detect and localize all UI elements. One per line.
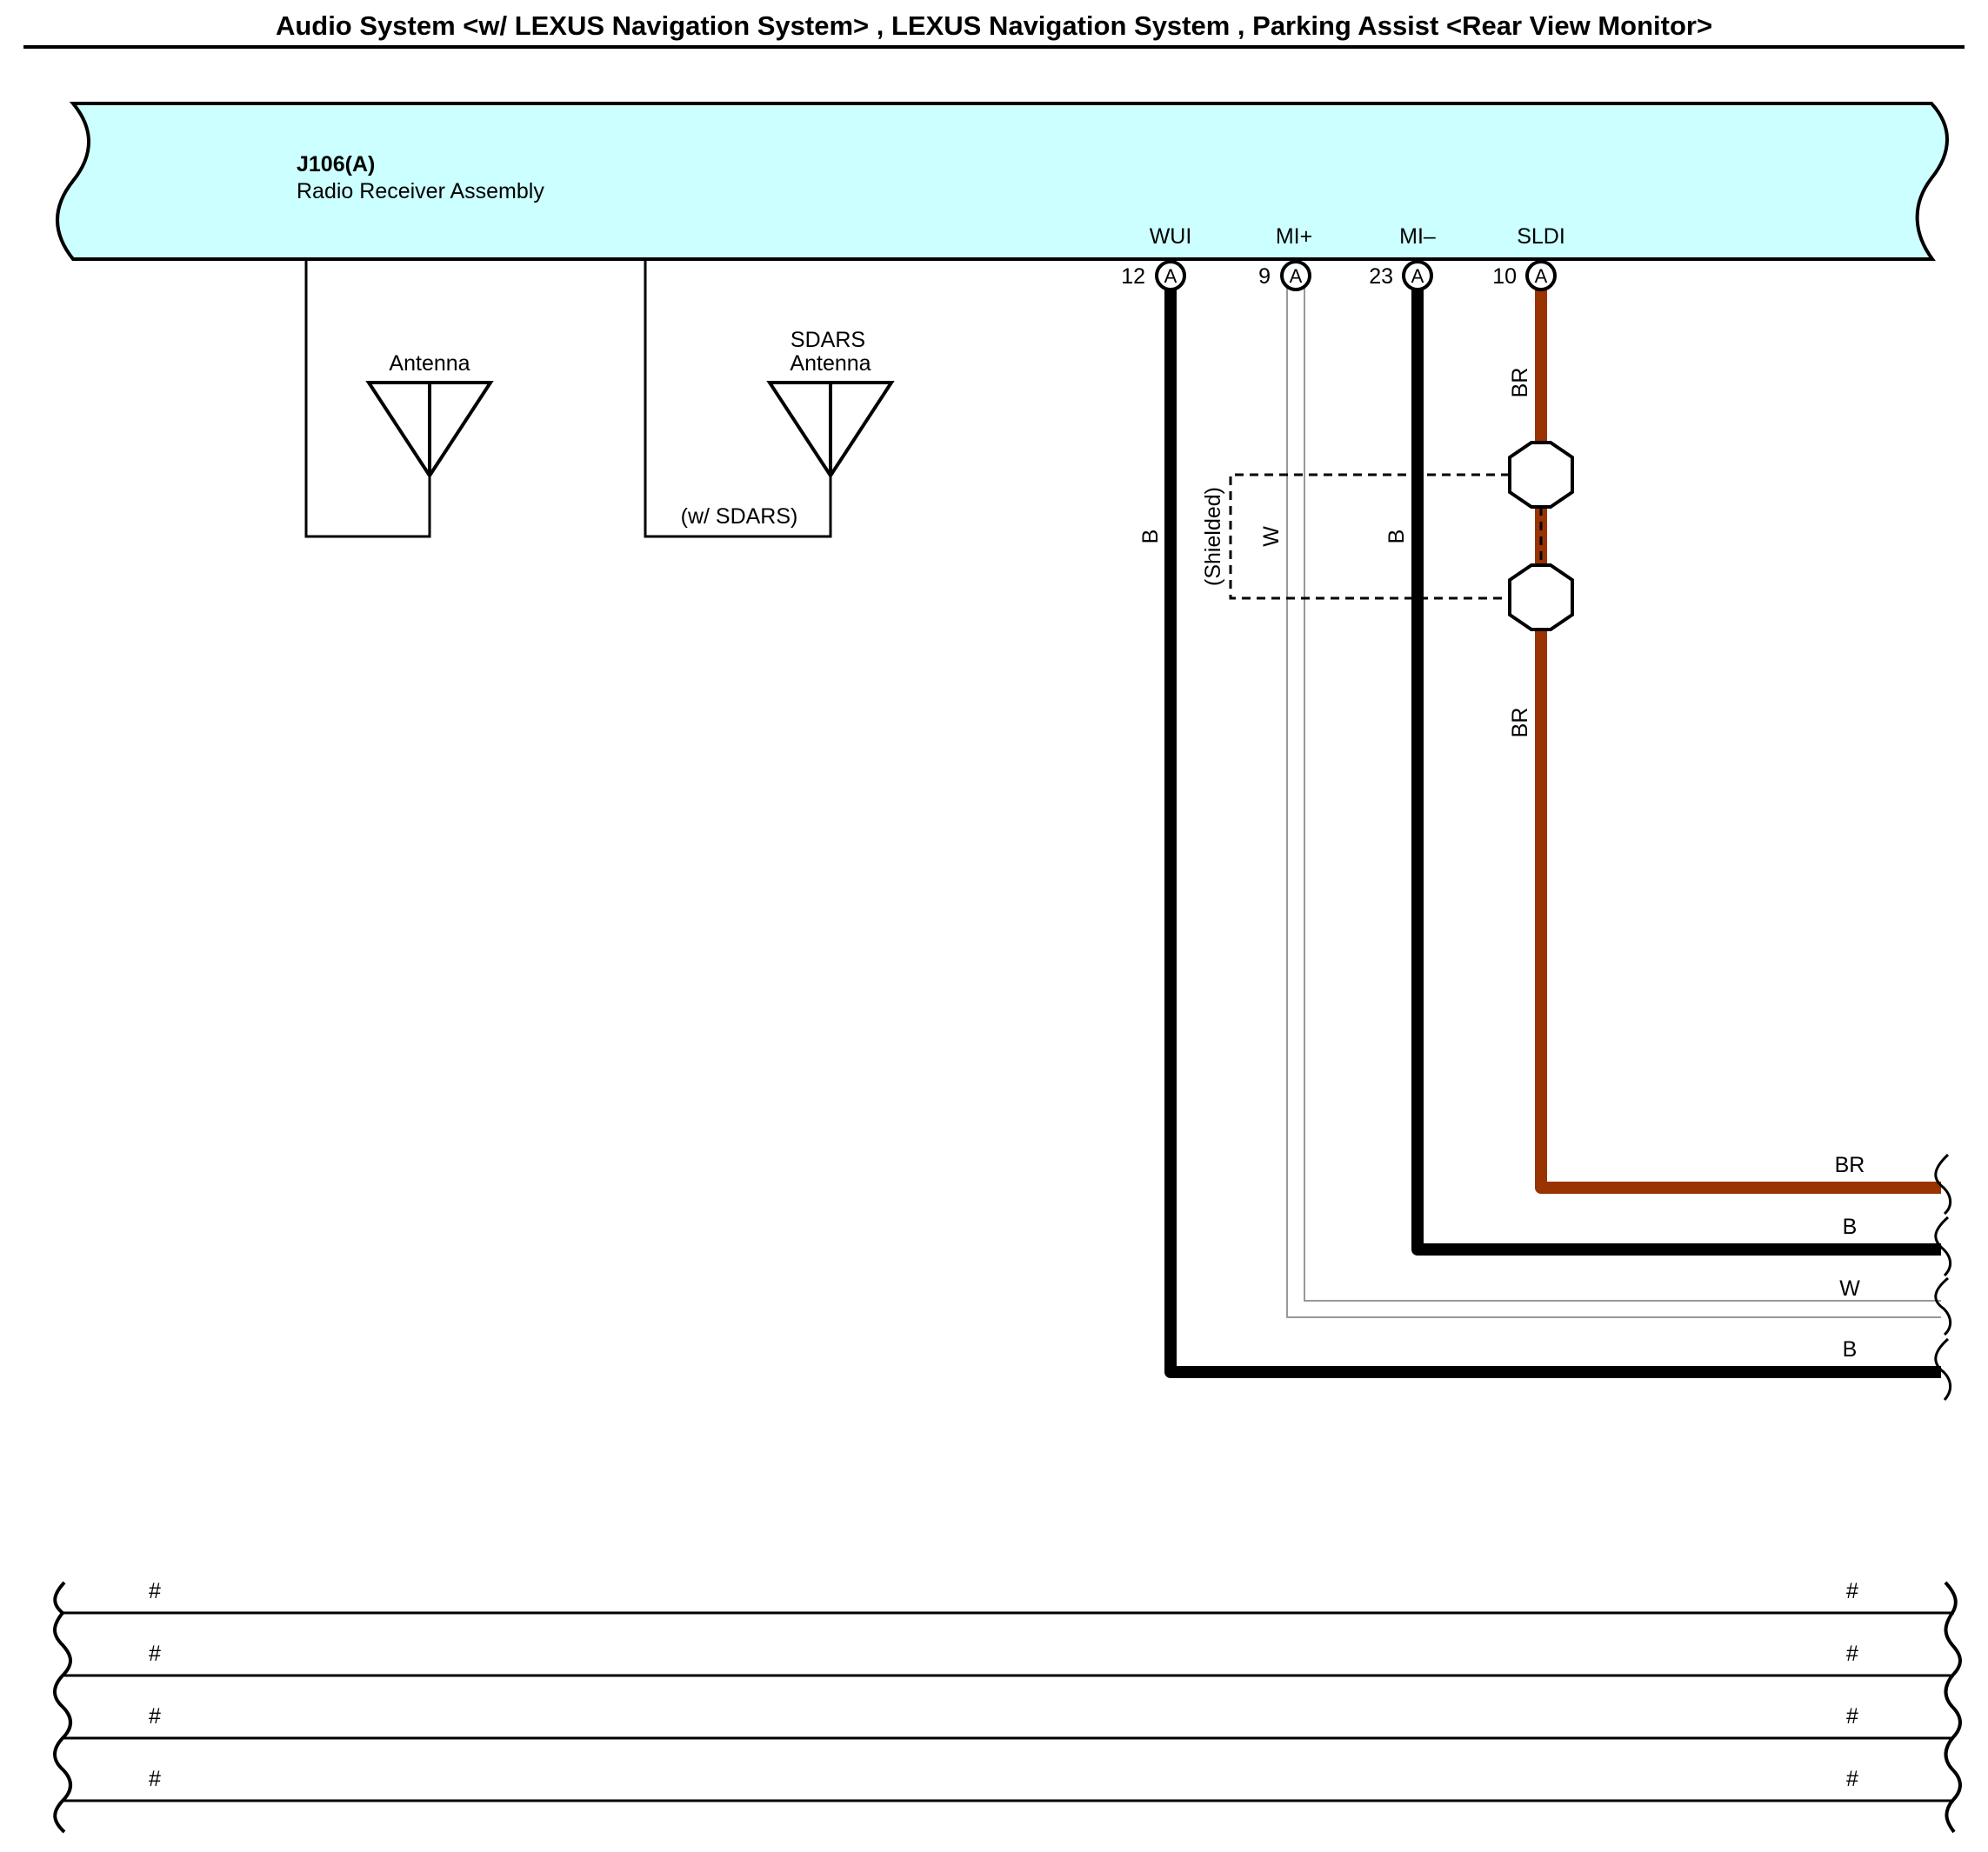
sdars-antenna-group: SDARS Antenna (w/ SDARS) [644, 259, 895, 538]
antenna-group: Antenna [304, 259, 494, 538]
bus-left-label: # [149, 1704, 161, 1729]
pin-connector-letter: A [1411, 265, 1424, 287]
bus-right-label: # [1846, 1767, 1858, 1791]
wire-mi-plus-white-return [1304, 287, 1941, 1302]
wire-sldi-brown [1535, 287, 1941, 1194]
pin-terminal-icon [1402, 260, 1433, 291]
exit-label-b-lower: B [1843, 1337, 1858, 1362]
pin-name: WUI [1150, 224, 1192, 249]
bus-right-label: # [1846, 1704, 1858, 1729]
shield-label: (Shielded) [1201, 487, 1225, 586]
break-mark [1934, 1153, 1952, 1216]
pin-mi-plus: MI+ 9 A [1258, 224, 1312, 291]
exit-label-br: BR [1835, 1153, 1865, 1177]
bus-right-label: # [1846, 1579, 1858, 1603]
bus-left-label: # [149, 1767, 161, 1791]
sdars-antenna-wire [644, 259, 832, 538]
wire-wui-black [1164, 287, 1941, 1378]
pin-number: 23 [1369, 264, 1393, 289]
wire-label-wui: B [1138, 530, 1163, 544]
antenna-wire [304, 259, 431, 538]
wire-break-marks [1934, 1153, 1952, 1402]
bus-row: # # [63, 1642, 1954, 1677]
antenna-label: Antenna [389, 351, 470, 376]
sdars-option-note: (w/ SDARS) [681, 504, 798, 529]
wire-label-mi-plus: W [1259, 526, 1284, 547]
pin-wui: WUI 12 A [1121, 224, 1192, 291]
sdars-antenna-label-line2: Antenna [790, 351, 871, 376]
sdars-antenna-label-line1: SDARS [791, 328, 865, 352]
pin-connector-letter: A [1290, 265, 1303, 287]
pin-mi-minus: MI– 23 A [1369, 224, 1436, 291]
pin-name: MI– [1399, 224, 1436, 249]
radio-receiver-component [56, 102, 1949, 261]
bus-left-label: # [149, 1642, 161, 1666]
pin-terminal-icon [1155, 260, 1186, 291]
page-title: Audio System <w/ LEXUS Navigation System… [276, 10, 1712, 41]
exit-label-w: W [1839, 1276, 1860, 1301]
pin-sldi: SLDI 10 A [1492, 224, 1565, 291]
pin-connector-letter: A [1535, 265, 1548, 287]
exit-label-b-upper: B [1843, 1215, 1858, 1239]
wire-label-sldi-upper: BR [1508, 368, 1532, 398]
bus-right-label: # [1846, 1642, 1858, 1666]
wire-mi-minus-black [1411, 287, 1941, 1256]
bus-row: # # [63, 1579, 1954, 1615]
shield-box [1229, 473, 1510, 600]
pin-number: 12 [1121, 264, 1145, 289]
break-mark [1934, 1276, 1952, 1336]
bus-break-edge-right [1944, 1581, 1962, 1834]
bus-left-label: # [149, 1579, 161, 1603]
pin-connector-letter: A [1164, 265, 1177, 287]
component-name: Radio Receiver Assembly [297, 179, 544, 203]
bus-rows: # # # # # # # # [53, 1579, 1962, 1834]
pin-number: 9 [1258, 264, 1271, 289]
bus-break-edge-left [53, 1581, 72, 1834]
wire-mi-plus-white [1286, 287, 1941, 1318]
pin-terminal-icon [1525, 260, 1557, 291]
junction-connector-lower [1508, 563, 1574, 631]
pin-terminal-icon [1280, 260, 1311, 291]
pin-name: MI+ [1276, 224, 1312, 249]
break-mark [1934, 1337, 1952, 1402]
bus-row: # # [63, 1704, 1954, 1740]
junction-connector-upper [1508, 441, 1574, 509]
pin-name: SLDI [1517, 224, 1565, 249]
component-code: J106(A) [297, 152, 375, 177]
break-mark [1934, 1216, 1952, 1277]
bus-row: # # [63, 1767, 1954, 1802]
wire-label-sldi-lower: BR [1508, 708, 1532, 738]
pin-number: 10 [1492, 264, 1517, 289]
wire-label-mi-minus: B [1384, 530, 1409, 544]
